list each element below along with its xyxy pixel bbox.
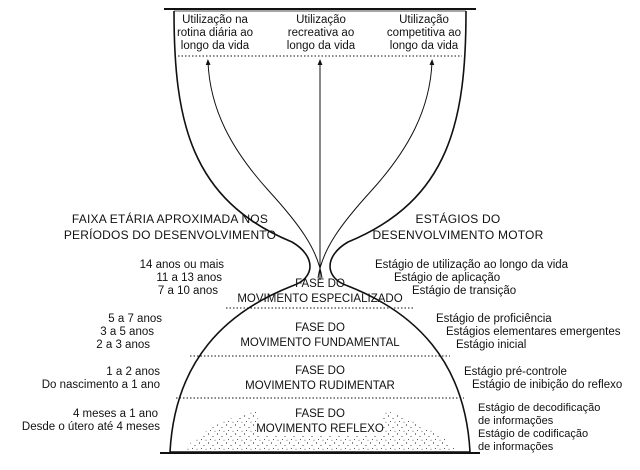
svg-text:competitiva ao: competitiva ao — [387, 27, 461, 39]
left-heading: FAIXA ETÁRIA APROXIMADA NOS PERÍODOS DO … — [64, 211, 276, 242]
svg-text:14 anos ou mais: 14 anos ou mais — [140, 259, 225, 271]
svg-text:longo da vida: longo da vida — [287, 40, 356, 52]
svg-text:MOVIMENTO ESPECIALIZADO: MOVIMENTO ESPECIALIZADO — [237, 293, 402, 305]
svg-text:Estágio de aplicação: Estágio de aplicação — [394, 272, 500, 284]
arrow-left — [205, 59, 323, 279]
stages-specialized: Estágio de utilização ao longo da vida E… — [375, 259, 569, 297]
svg-text:MOVIMENTO FUNDAMENTAL: MOVIMENTO FUNDAMENTAL — [240, 337, 400, 349]
svg-text:Estágio de inibição do reflexo: Estágio de inibição do reflexo — [472, 379, 622, 391]
svg-text:FASE DO: FASE DO — [295, 365, 345, 377]
top-use-recreational: Utilização recreativa ao longo da vida — [287, 14, 356, 52]
svg-text:Do nascimento a 1 ano: Do nascimento a 1 ano — [42, 379, 160, 391]
top-use-competitive: Utilização competitiva ao longo da vida — [387, 14, 461, 52]
svg-text:FASE DO: FASE DO — [295, 278, 345, 290]
svg-text:ESTÁGIOS DO: ESTÁGIOS DO — [416, 211, 501, 226]
svg-text:longo da vida: longo da vida — [181, 40, 250, 52]
svg-text:longo da vida: longo da vida — [390, 40, 459, 52]
phase-rudimentary: FASE DO MOVIMENTO RUDIMENTAR — [245, 365, 395, 392]
phase-specialized: FASE DO MOVIMENTO ESPECIALIZADO — [237, 278, 402, 305]
ages-rudimentary: 1 a 2 anos Do nascimento a 1 ano — [42, 366, 161, 391]
ages-fundamental: 5 a 7 anos 3 a 5 anos 2 a 3 anos — [96, 313, 162, 351]
phase-reflex: FASE DO MOVIMENTO REFLEXO — [256, 408, 384, 435]
svg-text:recreativa ao: recreativa ao — [288, 27, 354, 39]
svg-text:MOVIMENTO REFLEXO: MOVIMENTO REFLEXO — [256, 423, 384, 435]
svg-text:Utilização: Utilização — [399, 14, 449, 26]
svg-text:de informações: de informações — [478, 415, 554, 427]
svg-text:Estágio de utilização ao longo: Estágio de utilização ao longo da vida — [375, 259, 569, 271]
stages-rudimentary: Estágio pré-controle Estágio de inibição… — [464, 366, 622, 391]
svg-text:5 a 7 anos: 5 a 7 anos — [108, 313, 162, 325]
svg-text:MOVIMENTO RUDIMENTAR: MOVIMENTO RUDIMENTAR — [245, 380, 395, 392]
svg-text:4 meses a 1 ano: 4 meses a 1 ano — [73, 408, 158, 420]
top-use-daily: Utilização na rotina diária ao longo da … — [177, 14, 253, 52]
svg-text:Estágio inicial: Estágio inicial — [456, 339, 526, 351]
svg-text:Estágio pré-controle: Estágio pré-controle — [464, 366, 567, 378]
svg-text:rotina diária ao: rotina diária ao — [177, 27, 253, 39]
svg-text:FASE DO: FASE DO — [295, 322, 345, 334]
svg-text:Estágio de transição: Estágio de transição — [412, 285, 516, 297]
svg-text:11 a 13 anos: 11 a 13 anos — [156, 272, 222, 284]
ages-specialized: 14 anos ou mais 11 a 13 anos 7 a 10 anos — [140, 259, 225, 297]
svg-text:3 a 5 anos: 3 a 5 anos — [100, 326, 154, 338]
svg-text:7 a 10 anos: 7 a 10 anos — [158, 285, 218, 297]
svg-text:Utilização: Utilização — [296, 14, 346, 26]
svg-text:1 a 2 anos: 1 a 2 anos — [106, 366, 160, 378]
stages-reflex: Estágio de decodificação de informações … — [478, 402, 600, 453]
svg-text:Estágio de proficiência: Estágio de proficiência — [436, 313, 552, 325]
stages-fundamental: Estágio de proficiência Estágios element… — [436, 313, 621, 351]
svg-text:FASE DO: FASE DO — [295, 408, 345, 420]
arrow-right — [317, 59, 435, 279]
svg-text:de informações: de informações — [478, 441, 554, 453]
svg-text:Estágio de decodificação: Estágio de decodificação — [478, 402, 600, 414]
svg-text:Estágio de codificação: Estágio de codificação — [478, 428, 588, 440]
svg-text:DESENVOLVIMENTO MOTOR: DESENVOLVIMENTO MOTOR — [373, 228, 544, 242]
svg-text:PERÍODOS DO DESENVOLVIMENTO: PERÍODOS DO DESENVOLVIMENTO — [64, 227, 276, 242]
phase-fundamental: FASE DO MOVIMENTO FUNDAMENTAL — [240, 322, 400, 349]
svg-text:Utilização na: Utilização na — [182, 14, 248, 26]
svg-text:FAIXA ETÁRIA APROXIMADA NOS: FAIXA ETÁRIA APROXIMADA NOS — [72, 211, 268, 226]
svg-text:Estágios elementares emergente: Estágios elementares emergentes — [446, 326, 621, 338]
right-heading: ESTÁGIOS DO DESENVOLVIMENTO MOTOR — [373, 211, 544, 242]
ages-reflex: 4 meses a 1 ano Desde o útero até 4 mese… — [22, 408, 160, 433]
svg-text:2 a 3 anos: 2 a 3 anos — [96, 339, 150, 351]
reflex-label-clear — [258, 402, 382, 436]
svg-text:Desde o útero até 4 meses: Desde o útero até 4 meses — [22, 421, 160, 433]
